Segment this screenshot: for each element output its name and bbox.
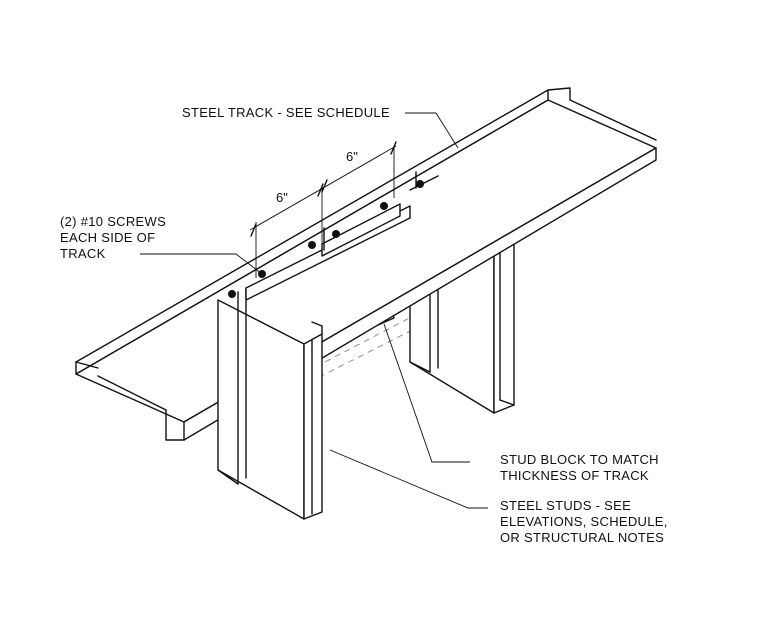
screw-icon bbox=[416, 180, 424, 188]
studs-label-line-1: STEEL STUDS - SEE bbox=[500, 498, 632, 513]
screw-icon bbox=[332, 230, 340, 238]
leader-lines bbox=[140, 112, 488, 509]
screws-label-line-3: TRACK bbox=[60, 246, 106, 261]
dimension-right: 6" bbox=[346, 149, 358, 164]
block-label-line-1: STUD BLOCK TO MATCH bbox=[500, 452, 659, 467]
screws-label-line-1: (2) #10 SCREWS bbox=[60, 214, 167, 229]
left-front-stud bbox=[217, 287, 323, 520]
screw-icon bbox=[380, 202, 388, 210]
dimension-lines bbox=[249, 141, 397, 278]
block-label-line-2: THICKNESS OF TRACK bbox=[500, 468, 649, 483]
studs-label-line-3: OR STRUCTURAL NOTES bbox=[500, 530, 665, 545]
screws-label-line-2: EACH SIDE OF bbox=[60, 230, 156, 245]
screws bbox=[228, 180, 424, 298]
steel-track bbox=[75, 87, 657, 441]
dimension-left: 6" bbox=[276, 190, 288, 205]
screw-icon bbox=[228, 290, 236, 298]
track-label: STEEL TRACK - SEE SCHEDULE bbox=[182, 105, 390, 120]
screw-icon bbox=[308, 241, 316, 249]
stud-flanges-above-track bbox=[245, 171, 439, 301]
studs-label-line-2: ELEVATIONS, SCHEDULE, bbox=[500, 514, 668, 529]
